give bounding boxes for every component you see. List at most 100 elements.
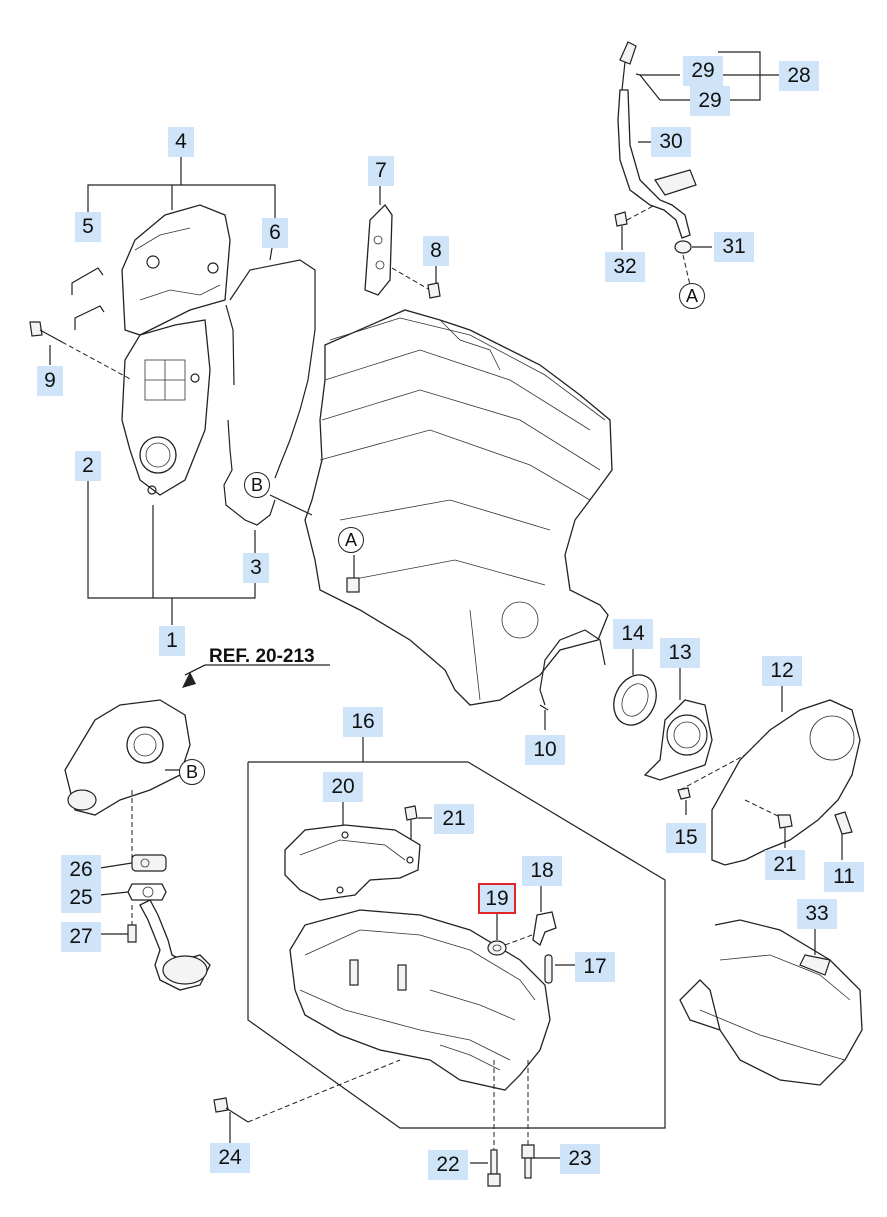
callout-31-label: 31 [722,235,746,258]
rear-oil-seal [613,645,657,726]
rear-seal-housing [643,666,746,791]
callout-26-label: 26 [69,858,93,881]
callout-4[interactable]: 4 [168,127,194,157]
callout-2-label: 2 [82,454,94,477]
callout-3[interactable]: 3 [243,553,269,583]
bolts-22-23 [470,1060,560,1187]
callout-32[interactable]: 32 [605,252,645,282]
callout-22-label: 22 [436,1153,460,1176]
callout-22[interactable]: 22 [428,1150,468,1180]
callout-33-label: 33 [805,902,829,925]
callout-30-label: 30 [659,130,683,153]
callout-5[interactable]: 5 [75,212,101,242]
connector-b-left-label: B [250,474,263,495]
callout-25[interactable]: 25 [61,883,101,913]
callout-28-label: 28 [787,64,811,87]
callout-8-label: 8 [430,239,442,262]
lower-timing-cover [121,319,211,496]
callout-10[interactable]: 10 [525,735,565,765]
dipstick-guide-tube [614,89,712,286]
connector-a-engine-label: A [344,529,357,550]
upper-timing-cover [121,204,231,336]
callout-1-label: 1 [166,629,178,652]
callout-30[interactable]: 30 [651,127,691,157]
callout-6[interactable]: 6 [262,218,288,248]
callout-18[interactable]: 18 [522,856,562,886]
connector-b-pump-label: B [185,761,198,782]
callout-2[interactable]: 2 [75,451,101,481]
callout-24-label: 24 [218,1146,242,1169]
callout-28[interactable]: 28 [779,61,819,91]
callout-16-label: 16 [351,710,375,733]
callout-12[interactable]: 12 [762,656,802,686]
callout-4-label: 4 [175,130,187,153]
callout-17-label: 17 [583,955,607,978]
callout-21-center-label: 21 [442,807,466,830]
callout-33[interactable]: 33 [797,899,837,929]
callout-29-lower[interactable]: 29 [690,86,730,116]
cover-clips [71,267,105,330]
callout-21-right[interactable]: 21 [765,850,805,880]
callout-32-label: 32 [613,255,637,278]
callout-9-label: 9 [44,369,56,392]
connector-a-engine: A [338,527,364,553]
callout-5-label: 5 [82,215,94,238]
callout-25-label: 25 [69,886,93,909]
callout-29-upper-label: 29 [691,59,715,82]
reference-note-text: REF. 20-213 [209,646,315,667]
callout-15-label: 15 [674,826,698,849]
callout-21-right-label: 21 [773,853,797,876]
timing-cover-gaskets [223,229,316,555]
oil-dipstick [619,41,780,101]
callout-7[interactable]: 7 [368,156,394,186]
rear-seal-housing-gasket [539,629,606,730]
bracket-lines-timing-cover [87,155,276,625]
callout-3-label: 3 [250,556,262,579]
bolt-21-right [777,814,793,848]
drain-plug-parts [487,883,575,984]
connector-a-tube-label: A [685,285,698,306]
callout-11-label: 11 [833,865,855,888]
callout-21-center[interactable]: 21 [434,804,474,834]
connector-b-pump: B [179,759,205,785]
callout-9[interactable]: 9 [37,366,63,396]
callout-12-label: 12 [770,659,794,682]
connector-a-tube: A [679,283,705,309]
oil-pump-assembly [64,664,330,860]
callout-6-label: 6 [269,221,281,244]
callout-17[interactable]: 17 [575,952,615,982]
clip-11 [834,811,853,860]
callout-16[interactable]: 16 [343,707,383,737]
oil-pan [289,909,551,1091]
connector-b-left: B [244,472,270,498]
callout-10-label: 10 [533,738,557,761]
callout-27-label: 27 [69,925,93,948]
callout-23[interactable]: 23 [560,1144,600,1174]
callout-13-label: 13 [668,641,692,664]
rear-plate [711,686,861,866]
callout-29-upper[interactable]: 29 [683,56,723,86]
callout-27[interactable]: 27 [61,922,101,952]
engine-bracket-7 [364,185,441,299]
callout-13[interactable]: 13 [660,638,700,668]
bolt-15 [677,787,691,815]
callout-7-label: 7 [375,159,387,182]
callout-19-highlighted[interactable]: 19 [478,883,516,914]
callout-8[interactable]: 8 [423,236,449,266]
callout-26[interactable]: 26 [61,855,101,885]
callout-14-label: 14 [621,622,645,645]
callout-19-label: 19 [485,886,509,910]
baffle-plate [284,798,421,901]
callout-15[interactable]: 15 [666,823,706,853]
callout-23-label: 23 [568,1147,592,1170]
callout-24[interactable]: 24 [210,1143,250,1173]
oil-strainer-parts [99,854,211,991]
callout-14[interactable]: 14 [613,619,653,649]
callout-11[interactable]: 11 [824,862,864,892]
callout-31[interactable]: 31 [714,232,754,262]
callout-1[interactable]: 1 [159,626,185,656]
callout-20[interactable]: 20 [323,772,363,802]
bolt-21-center [404,805,432,840]
